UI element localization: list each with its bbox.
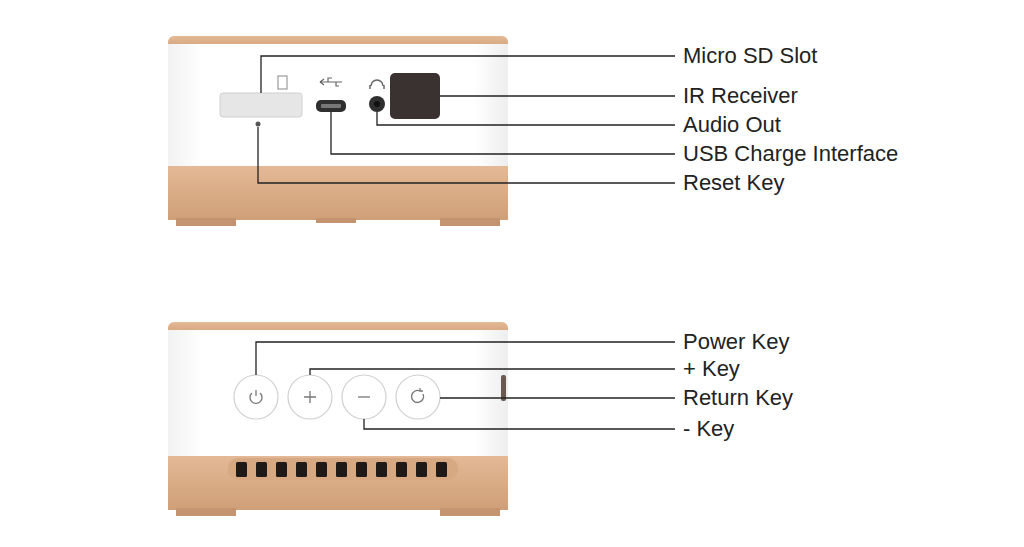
power-icon [250,390,262,403]
leader-lines [256,56,675,429]
part-label: USB Charge Interface [683,141,898,167]
vent-slot [276,462,287,477]
projector-back [168,36,508,226]
audio-jack-hole [374,101,380,107]
power-button [234,375,278,419]
part-label: Power Key [683,329,789,355]
leader-line [261,56,675,93]
leader-line [440,95,675,96]
vent-slot [316,462,327,477]
vent-slot [256,462,267,477]
part-label: IR Receiver [683,83,798,109]
part-label: + Key [683,356,740,382]
sd-slot [220,93,302,117]
leader-line [440,397,675,398]
usb-port-inner [321,104,341,108]
part-label: Audio Out [683,112,781,138]
audio-jack [369,96,385,112]
vent-slot [296,462,307,477]
plus-icon [304,391,316,403]
gold-base [168,456,508,510]
gold-base [168,166,508,220]
vent-slot [236,462,247,477]
vent-slot [436,462,447,477]
vent-panel [228,458,458,480]
headphone-icon [370,80,384,89]
vent-slot [336,462,347,477]
minus-icon [358,396,370,397]
side-knob [501,375,506,401]
leader-line [331,112,675,154]
foot [316,218,356,223]
minus-button [342,375,386,419]
vent-slots [236,462,447,477]
foot [176,508,236,516]
projector-side [168,322,508,516]
ir-window [390,73,440,119]
leader-line [310,369,675,375]
part-label: Return Key [683,385,793,411]
reset-hole [256,122,261,127]
usb-icon [320,78,342,86]
foot [440,508,500,516]
vent-slot [396,462,407,477]
body-shell [168,330,508,458]
foot [176,218,236,226]
leader-line [364,419,675,429]
part-label: Micro SD Slot [683,43,817,69]
part-label: - Key [683,416,734,442]
leader-line [258,127,675,183]
leader-line [256,342,675,375]
body-shell [168,44,508,168]
vent-slot [356,462,367,477]
part-label: Reset Key [683,170,785,196]
usb-port [316,100,346,112]
return-icon [412,388,424,402]
vent-slot [416,462,427,477]
foot [440,218,500,226]
tf-icon [278,76,287,89]
leader-line [377,112,675,125]
vent-slot [376,462,387,477]
return-button [396,375,440,419]
plus-button [288,375,332,419]
